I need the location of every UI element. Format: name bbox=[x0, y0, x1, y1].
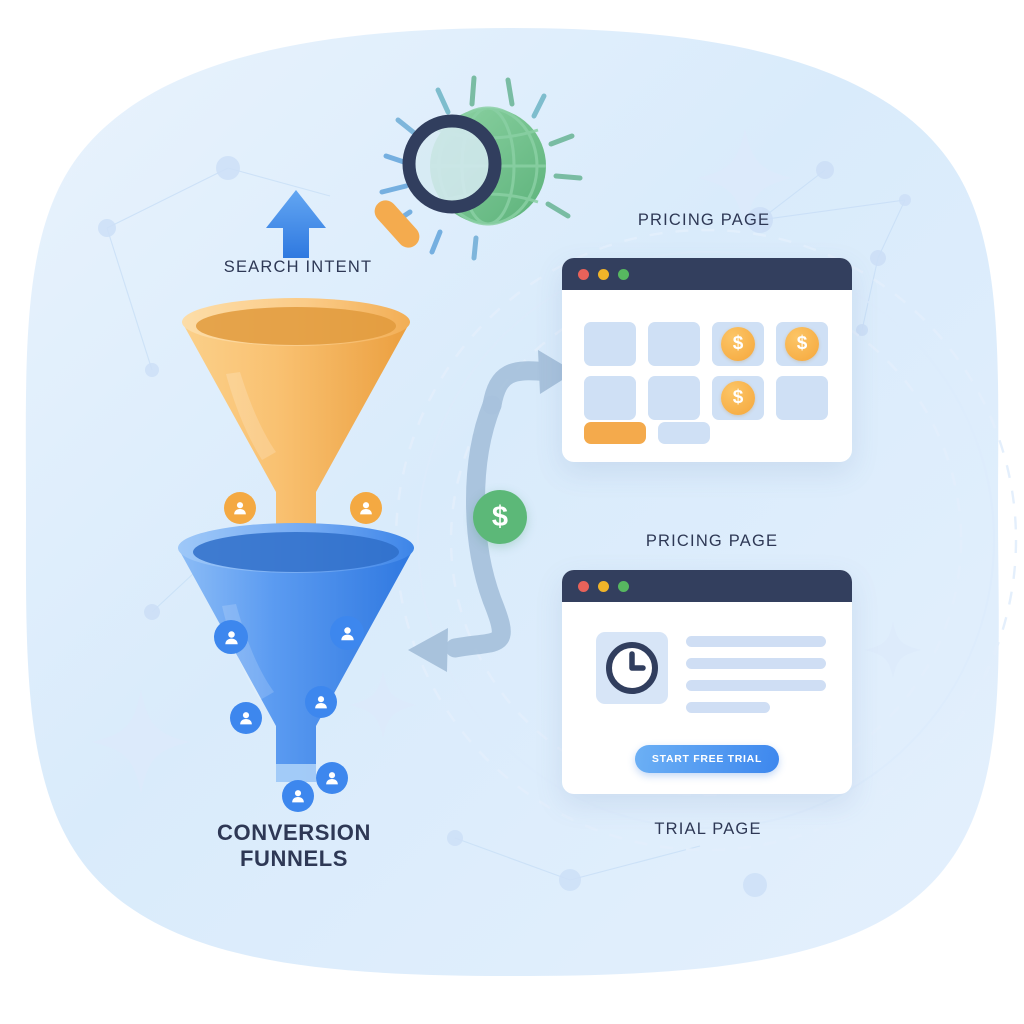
user-icon bbox=[240, 712, 252, 725]
pricing-page-window[interactable]: $ $ $ bbox=[562, 258, 852, 462]
clock-icon bbox=[606, 642, 658, 694]
pricing-card[interactable] bbox=[648, 376, 700, 420]
window-titlebar bbox=[562, 258, 852, 290]
coin-icon: $ bbox=[721, 327, 755, 361]
window-content: $ $ $ bbox=[562, 290, 852, 462]
user-icon bbox=[315, 696, 327, 709]
coin-icon: $ bbox=[785, 327, 819, 361]
pricing-card[interactable]: $ bbox=[712, 322, 764, 366]
traffic-light-close-icon[interactable] bbox=[578, 580, 589, 592]
user-icon bbox=[340, 626, 354, 640]
avatar bbox=[316, 762, 348, 794]
window-content: START FREE TRIAL bbox=[562, 602, 852, 794]
trial-page-window[interactable]: START FREE TRIAL bbox=[562, 570, 852, 794]
pricing-button-row bbox=[584, 422, 710, 444]
pricing-card[interactable]: $ bbox=[776, 322, 828, 366]
traffic-light-minimize-icon[interactable] bbox=[598, 580, 609, 592]
pricing-card-grid: $ $ $ bbox=[584, 322, 828, 420]
user-icon bbox=[234, 502, 246, 515]
text-line bbox=[686, 702, 770, 713]
avatar bbox=[350, 492, 382, 524]
coin-icon: $ bbox=[721, 381, 755, 415]
traffic-light-close-icon[interactable] bbox=[578, 268, 589, 280]
avatar bbox=[305, 686, 337, 718]
secondary-pill-button[interactable] bbox=[658, 422, 710, 444]
user-icon bbox=[292, 790, 304, 803]
label-conversion-funnels: CONVERSION FUNNELS bbox=[217, 820, 371, 871]
user-icon bbox=[224, 630, 238, 644]
start-free-trial-button[interactable]: START FREE TRIAL bbox=[635, 745, 779, 773]
text-line bbox=[686, 636, 826, 647]
traffic-light-maximize-icon[interactable] bbox=[618, 580, 629, 592]
clock-tile bbox=[596, 632, 668, 704]
traffic-light-minimize-icon[interactable] bbox=[598, 268, 609, 280]
avatar bbox=[330, 616, 364, 650]
label-pricing-page-top: PRICING PAGE bbox=[637, 211, 771, 229]
text-line bbox=[686, 680, 826, 691]
pricing-card[interactable]: $ bbox=[712, 376, 764, 420]
pricing-card[interactable] bbox=[584, 376, 636, 420]
pricing-card[interactable] bbox=[584, 322, 636, 366]
content-text-lines bbox=[686, 636, 826, 713]
user-icon bbox=[326, 772, 338, 785]
pricing-card[interactable] bbox=[776, 376, 828, 420]
primary-pill-button[interactable] bbox=[584, 422, 646, 444]
avatar bbox=[214, 620, 248, 654]
window-titlebar bbox=[562, 570, 852, 602]
avatar bbox=[230, 702, 262, 734]
text-line bbox=[686, 658, 826, 669]
user-icon bbox=[360, 502, 372, 515]
dollar-badge: $ bbox=[473, 490, 527, 544]
traffic-light-maximize-icon[interactable] bbox=[618, 268, 629, 280]
avatar bbox=[224, 492, 256, 524]
label-trial-page: TRIAL PAGE bbox=[654, 820, 762, 838]
label-pricing-page-bottom: PRICING PAGE bbox=[645, 532, 779, 550]
pricing-card[interactable] bbox=[648, 322, 700, 366]
avatar bbox=[282, 780, 314, 812]
label-search-intent: SEARCH INTENT bbox=[223, 258, 373, 276]
